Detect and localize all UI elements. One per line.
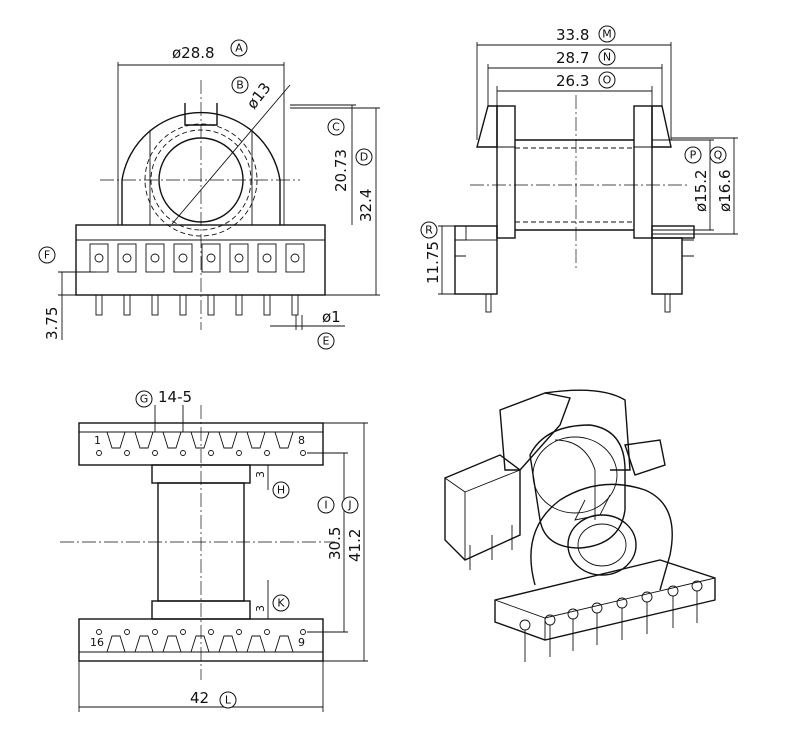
pin-label-1: 1 [94,434,101,447]
side-view: 33.8 28.7 26.3 ø15.2 ø16.6 11.75 M N O P… [420,25,738,313]
svg-text:K: K [277,597,285,610]
marker-d: D [355,148,373,166]
marker-b: B [231,76,249,94]
svg-text:L: L [225,694,232,707]
svg-text:D: D [360,151,368,164]
dim-3-top: 3 [254,471,267,478]
svg-text:G: G [140,393,149,406]
dim-dia-28-8: ø28.8 [172,44,215,62]
dim-dia-15-2: ø15.2 [692,169,710,212]
dim-3-bottom: 3 [254,605,267,612]
dim-26-3: 26.3 [556,72,589,90]
marker-k: K [272,594,290,612]
svg-text:P: P [690,149,697,162]
dim-20-73: 20.73 [332,149,350,192]
marker-n: N [598,48,616,66]
svg-text:E: E [323,335,330,348]
svg-text:Q: Q [714,149,723,162]
svg-text:A: A [235,42,243,55]
svg-text:B: B [236,79,244,92]
marker-a: A [230,39,248,57]
marker-h: H [272,481,290,499]
marker-l: L [219,691,237,709]
marker-q: Q [709,146,727,164]
marker-m: M [598,25,616,43]
svg-text:R: R [425,224,433,237]
pin-label-8: 8 [298,434,305,447]
dim-32-4: 32.4 [357,189,375,222]
svg-text:H: H [277,484,285,497]
dim-30-5: 30.5 [326,527,344,560]
marker-f: F [38,246,56,264]
dim-11-75: 11.75 [424,241,442,284]
svg-text:N: N [603,51,611,64]
pin-label-16: 16 [90,636,104,649]
svg-text:F: F [44,249,50,262]
dim-14-5: 14-5 [158,388,192,406]
svg-text:I: I [324,499,327,512]
dim-42: 42 [190,689,209,707]
svg-text:J: J [347,499,351,512]
svg-text:C: C [332,121,340,134]
marker-j: J [341,496,359,514]
marker-e: E [317,332,335,350]
marker-c: C [327,118,345,136]
marker-p: P [684,146,702,164]
marker-r: R [420,221,438,239]
dim-33-8: 33.8 [556,26,589,44]
dim-28-7: 28.7 [556,49,589,67]
dim-41-2: 41.2 [346,529,364,562]
svg-text:O: O [603,74,612,87]
marker-o: O [598,71,616,89]
dim-3-75: 3.75 [43,307,61,340]
pin-label-9: 9 [298,636,305,649]
dim-dia-1: ø1 [322,308,341,326]
marker-g: G [135,390,153,408]
bottom-view: 1 8 16 9 14-5 3 3 30.5 41.2 42 G H I J [60,388,368,712]
dim-dia-16-6: ø16.6 [716,169,734,212]
marker-i: I [317,496,335,514]
isometric-view [444,389,716,662]
front-view: ø28.8 ø13 20.73 32.4 3.75 ø1 A B C D E F [38,39,380,350]
svg-text:M: M [602,28,612,41]
